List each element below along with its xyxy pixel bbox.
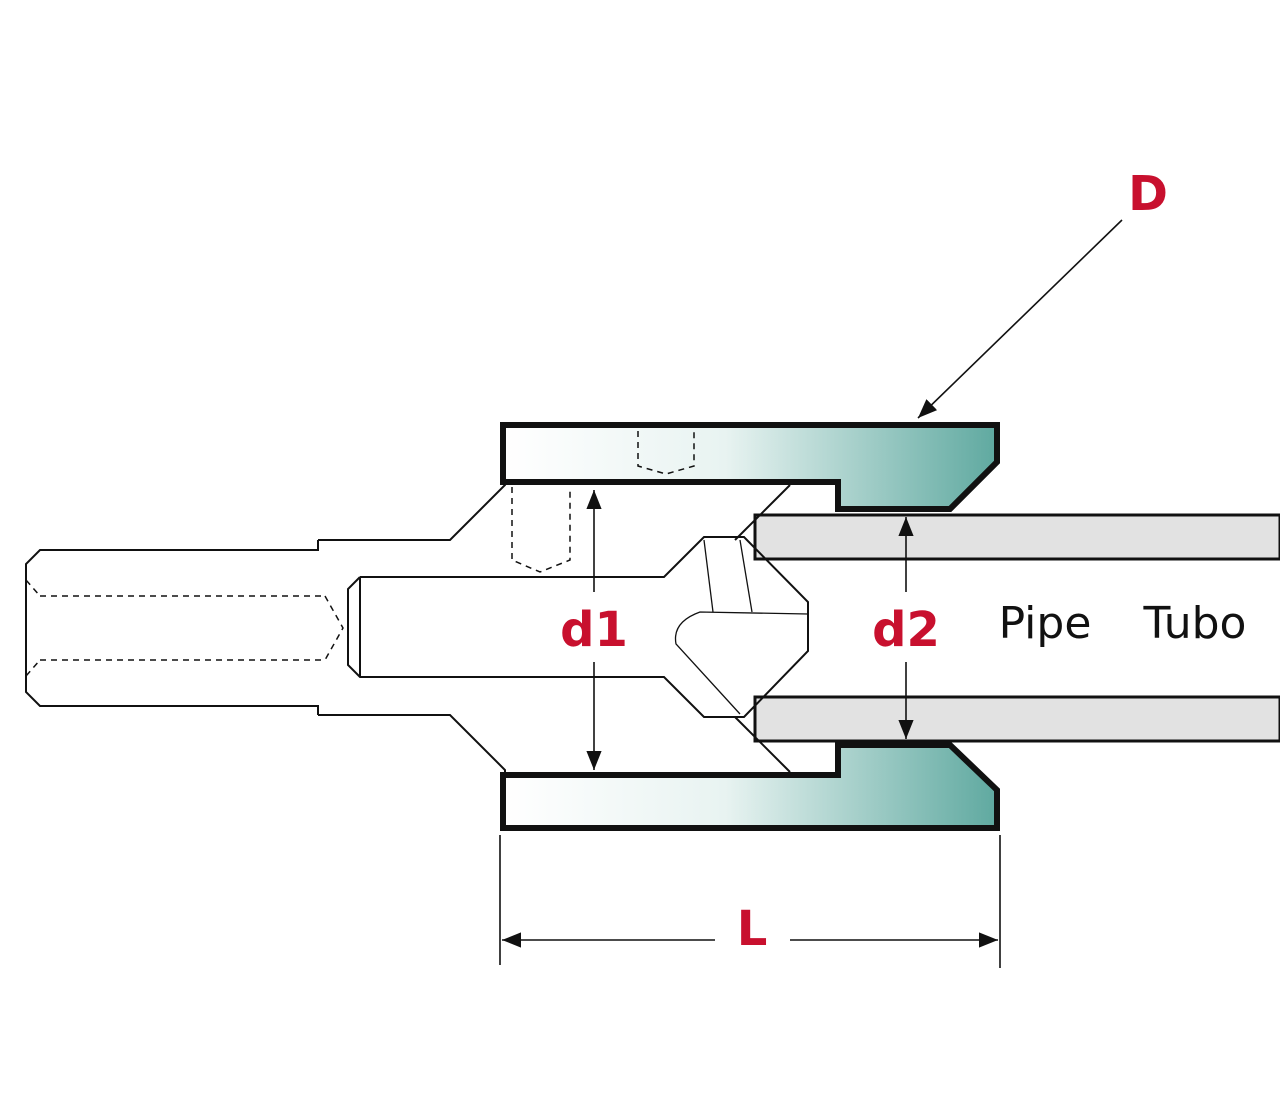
label-d2: d2 [872,602,940,658]
dimension-L [499,835,1001,968]
label-D: D [1128,166,1168,222]
label-L: L [737,901,768,957]
ring-top [500,422,1000,512]
leader-D [917,219,1123,419]
ring-bottom [500,742,1000,831]
pipe-wall-bottom [753,695,1280,743]
label-tubo: Tubo [1143,598,1247,649]
pipe [753,513,1280,743]
outer-ring-D [500,422,1000,831]
pipe-wall-top [753,513,1280,561]
tool-body [25,480,809,775]
label-d1: d1 [560,602,628,658]
label-pipe: Pipe [999,598,1092,649]
